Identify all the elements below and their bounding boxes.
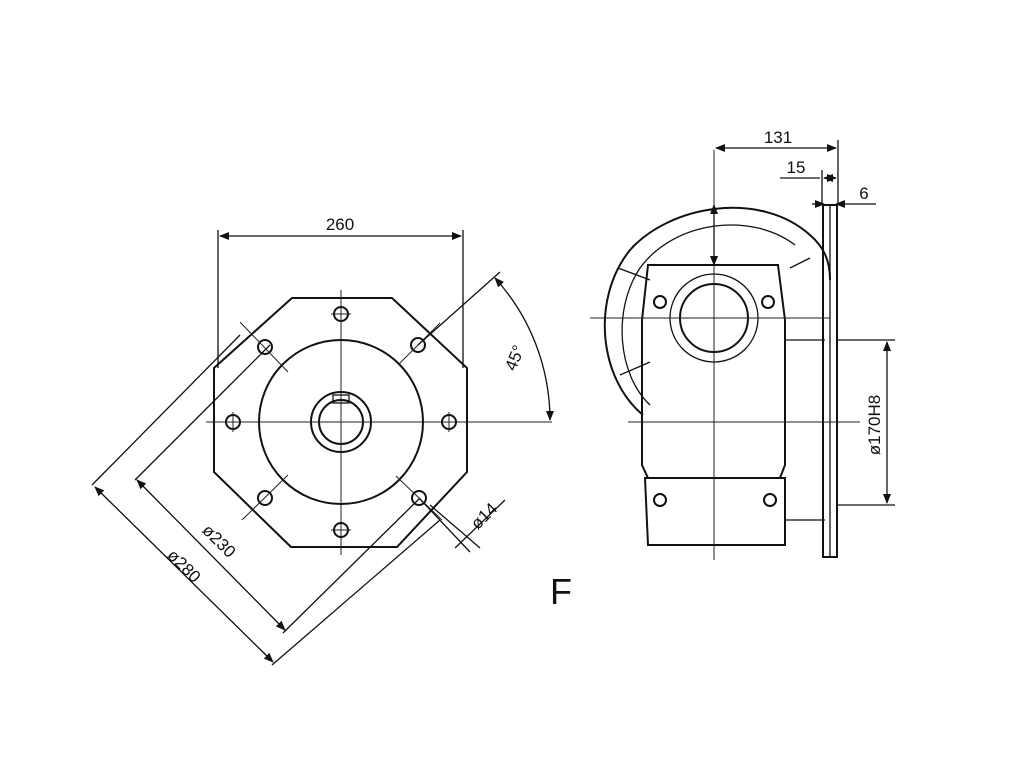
dim-angle-label: 45° <box>501 342 528 373</box>
gearbox-foot <box>643 477 786 546</box>
front-view: 260 45° ø14 ø230 ø280 <box>91 215 554 666</box>
dimension-hole: ø14 <box>418 497 506 553</box>
view-label: F <box>550 571 572 612</box>
dimension-15: 15 <box>780 158 837 205</box>
dim-outer-label: ø280 <box>163 546 204 587</box>
foot-bolt <box>653 493 667 507</box>
dim-offset-label: 15 <box>787 158 806 177</box>
bolt-hole <box>411 490 427 506</box>
dim-pcd-label: ø230 <box>198 521 239 562</box>
dimension-6: 6 <box>812 184 876 208</box>
side-bolt <box>761 295 775 309</box>
dimension-260: 260 <box>217 215 464 368</box>
bolt-hole <box>410 337 426 353</box>
dimension-diagonals: ø230 ø280 <box>91 334 441 666</box>
dim-spigot-label: ø170H8 <box>865 395 884 455</box>
side-bolt <box>653 295 667 309</box>
dimension-angle: 45° <box>417 271 554 421</box>
side-view: 131 15 6 ø170H8 <box>590 128 895 560</box>
dim-hole-label: ø14 <box>467 499 501 533</box>
dim-flange-label: 6 <box>859 184 868 203</box>
dim-length-label: 131 <box>764 128 792 147</box>
bolt-hole <box>257 339 273 355</box>
dim-width-label: 260 <box>326 215 354 234</box>
bolt-holes <box>223 304 457 538</box>
dimension-131: 131 <box>710 128 839 266</box>
housing-arc <box>603 206 831 416</box>
dimension-spigot: ø170H8 <box>838 339 895 506</box>
foot-bolt <box>763 493 777 507</box>
flange-outline <box>213 297 468 548</box>
